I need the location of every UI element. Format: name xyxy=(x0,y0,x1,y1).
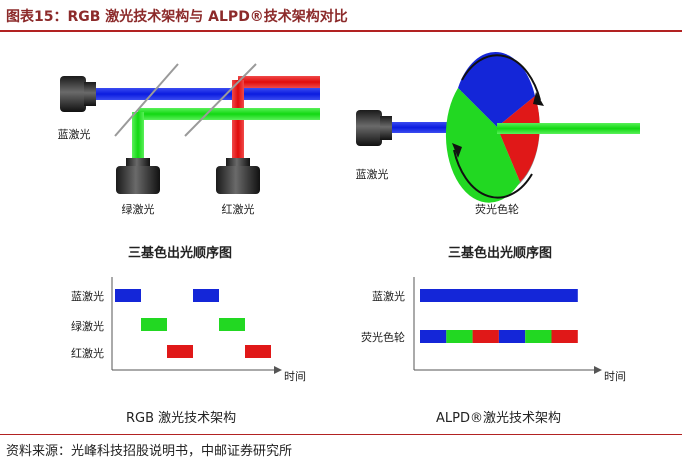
alpd-green-output-beam xyxy=(497,123,640,134)
right-time-label: 时间 xyxy=(604,370,626,383)
wheel-blue-segment xyxy=(458,52,535,127)
right-row-label-blue: 蓝激光 xyxy=(372,289,405,303)
blue-laser-label: 蓝激光 xyxy=(58,127,91,141)
alpd-architecture: 蓝激光 荧光色轮 xyxy=(356,52,640,216)
left-pulse-red-1 xyxy=(167,345,193,358)
left-caption: RGB 激光技术架构 xyxy=(126,411,237,426)
dichroic-mirror-1 xyxy=(114,63,179,137)
right-wheel-segment-2 xyxy=(446,330,473,343)
wheel-rotation-arrow-top xyxy=(461,54,541,101)
alpd-blue-laser-module xyxy=(356,110,392,146)
red-beam-vertical xyxy=(232,80,244,162)
source-divider xyxy=(0,434,682,435)
green-beam-horizontal xyxy=(138,108,320,120)
blue-beam xyxy=(95,88,320,100)
left-pulse-blue-2 xyxy=(193,289,219,302)
right-pulse-blue-1 xyxy=(420,289,578,302)
right-chart-title: 三基色出光顺序图 xyxy=(448,245,552,261)
left-pulse-green-2 xyxy=(219,318,245,331)
green-beam-vertical xyxy=(132,112,144,162)
right-wheel-segment-3 xyxy=(472,330,499,343)
left-pulses xyxy=(115,289,271,358)
alpd-blue-laser-label: 蓝激光 xyxy=(356,167,389,181)
right-wheel-segment-4 xyxy=(498,330,526,343)
wheel-rotation-arrow-bottom xyxy=(453,149,533,199)
left-time-label: 时间 xyxy=(284,370,306,383)
architecture-diagram: 蓝激光 绿激光 红激光 xyxy=(58,52,640,383)
rgb-timing-chart: 三基色出光顺序图 蓝激光 绿激光 红激光 时间 xyxy=(71,245,306,383)
right-wheel-segment-5 xyxy=(525,330,552,343)
right-caption: ALPD®激光技术架构 xyxy=(436,411,561,426)
right-row-label-wheel: 荧光色轮 xyxy=(361,330,405,344)
color-wheel-label: 荧光色轮 xyxy=(475,202,519,216)
left-chart-title: 三基色出光顺序图 xyxy=(128,245,232,261)
green-laser-label: 绿激光 xyxy=(122,202,155,216)
green-laser-module xyxy=(116,158,160,194)
source-note: 资料来源：光峰科技招股说明书，中邮证券研究所 xyxy=(6,444,293,459)
wheel-green-segment xyxy=(445,88,520,203)
red-laser-label: 红激光 xyxy=(222,202,255,216)
right-wheel-segment-6 xyxy=(551,330,578,343)
red-beam-horizontal xyxy=(238,76,320,88)
left-row-label-blue: 蓝激光 xyxy=(71,289,104,303)
left-pulse-blue-1 xyxy=(115,289,141,302)
left-pulse-red-2 xyxy=(245,345,271,358)
right-wheel-segment-1 xyxy=(420,330,447,343)
figure-title: 图表15：RGB 激光技术架构与 ALPD®技术架构对比 xyxy=(6,9,348,25)
left-row-label-green: 绿激光 xyxy=(71,319,104,333)
left-pulse-green-1 xyxy=(141,318,167,331)
left-row-label-red: 红激光 xyxy=(71,346,104,360)
wheel-red-segment xyxy=(497,96,540,182)
red-laser-module xyxy=(216,158,260,194)
title-divider xyxy=(0,30,682,32)
alpd-timing-chart: 三基色出光顺序图 蓝激光 荧光色轮 时间 xyxy=(361,245,626,383)
right-pulses xyxy=(420,289,578,343)
left-x-axis-arrow xyxy=(274,366,282,374)
blue-laser-module xyxy=(60,76,96,112)
right-x-axis-arrow xyxy=(594,366,602,374)
rgb-architecture: 蓝激光 绿激光 红激光 xyxy=(58,63,320,216)
dichroic-mirror-2 xyxy=(184,63,257,137)
